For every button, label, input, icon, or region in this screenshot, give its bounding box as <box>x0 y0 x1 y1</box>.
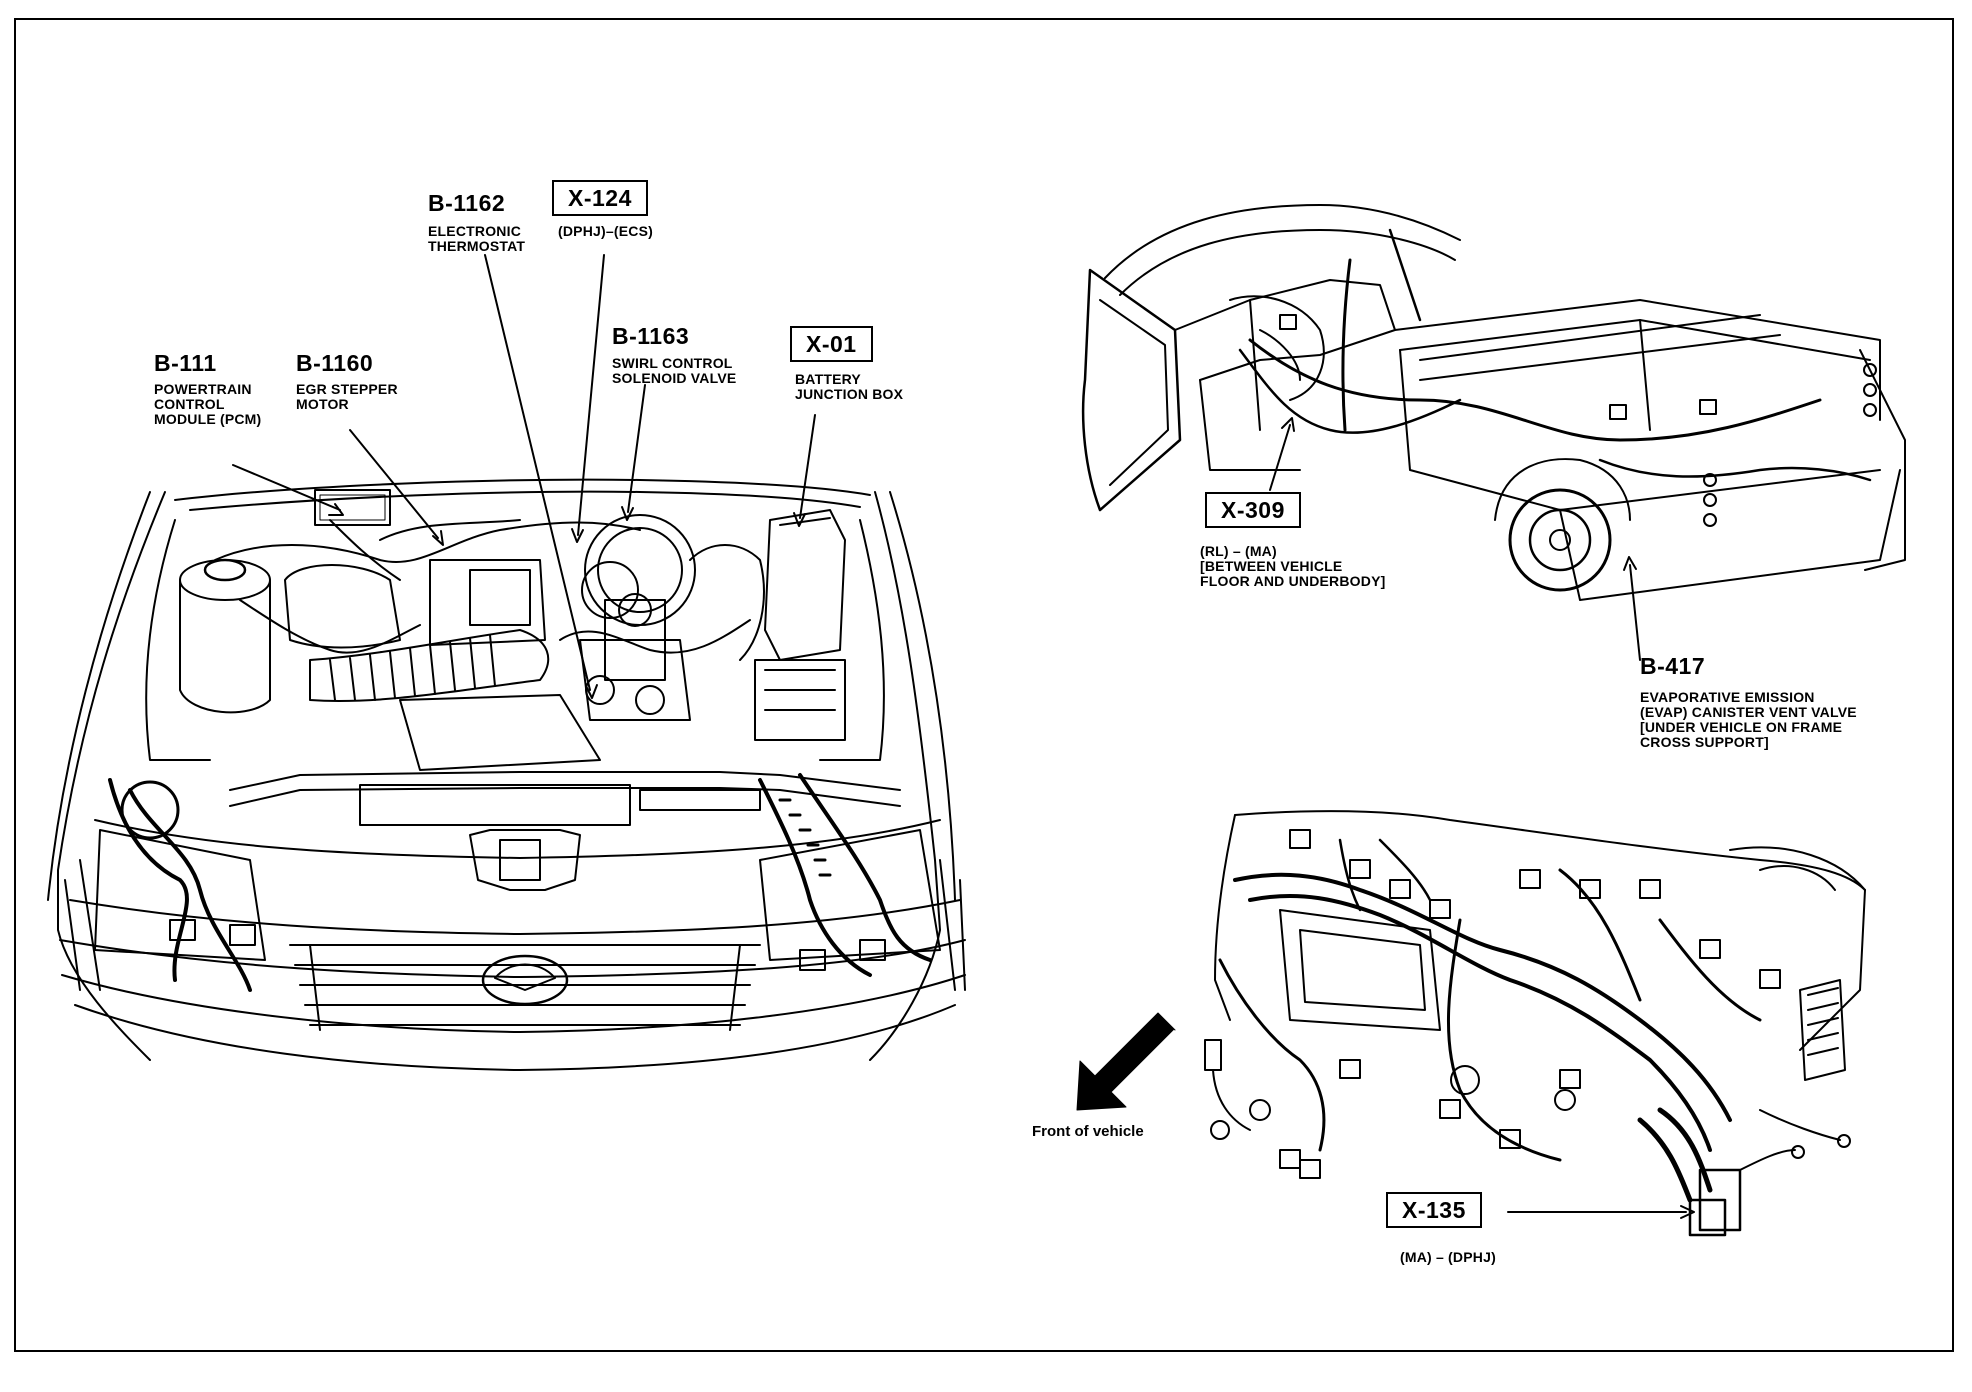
label-x124-desc: (DPHJ)–(ECS) <box>558 223 653 239</box>
label-x135-desc: (MA) – (DPHJ) <box>1400 1249 1496 1265</box>
leader-lines <box>232 254 1695 1219</box>
label-b1163-code: B-1163 <box>612 323 690 349</box>
label-x01-desc: BATTERY JUNCTION BOX <box>795 371 904 402</box>
label-b1162-code: B-1162 <box>428 190 506 216</box>
label-b111-desc: POWERTRAIN CONTROL MODULE (PCM) <box>154 381 262 427</box>
front-of-vehicle-arrow-icon <box>1076 1012 1176 1111</box>
label-x01-code: X-01 <box>790 326 873 362</box>
label-b417-desc: EVAPORATIVE EMISSION (EVAP) CANISTER VEN… <box>1640 689 1857 750</box>
label-b111-code: B-111 <box>154 350 217 376</box>
label-x124-code: X-124 <box>552 180 648 216</box>
label-x135-code: X-135 <box>1386 1192 1482 1228</box>
instrument-panel-harness-illustration <box>1204 810 1866 1237</box>
pickup-truck-illustration <box>1081 204 1906 601</box>
label-x309-code: X-309 <box>1205 492 1301 528</box>
label-b1163-desc: SWIRL CONTROL SOLENOID VALVE <box>612 355 737 386</box>
label-b1160-code: B-1160 <box>296 350 374 376</box>
label-x309-desc: (RL) – (MA) [BETWEEN VEHICLE FLOOR AND U… <box>1200 543 1386 589</box>
label-b1162-desc: ELECTRONIC THERMOSTAT <box>428 223 526 254</box>
front-of-vehicle-label: Front of vehicle <box>1032 1123 1144 1140</box>
engine-bay-illustration <box>47 478 966 1071</box>
label-b417-code: B-417 <box>1640 653 1706 679</box>
label-b1160-desc: EGR STEPPER MOTOR <box>296 381 398 412</box>
diagram-frame <box>14 18 1954 1352</box>
